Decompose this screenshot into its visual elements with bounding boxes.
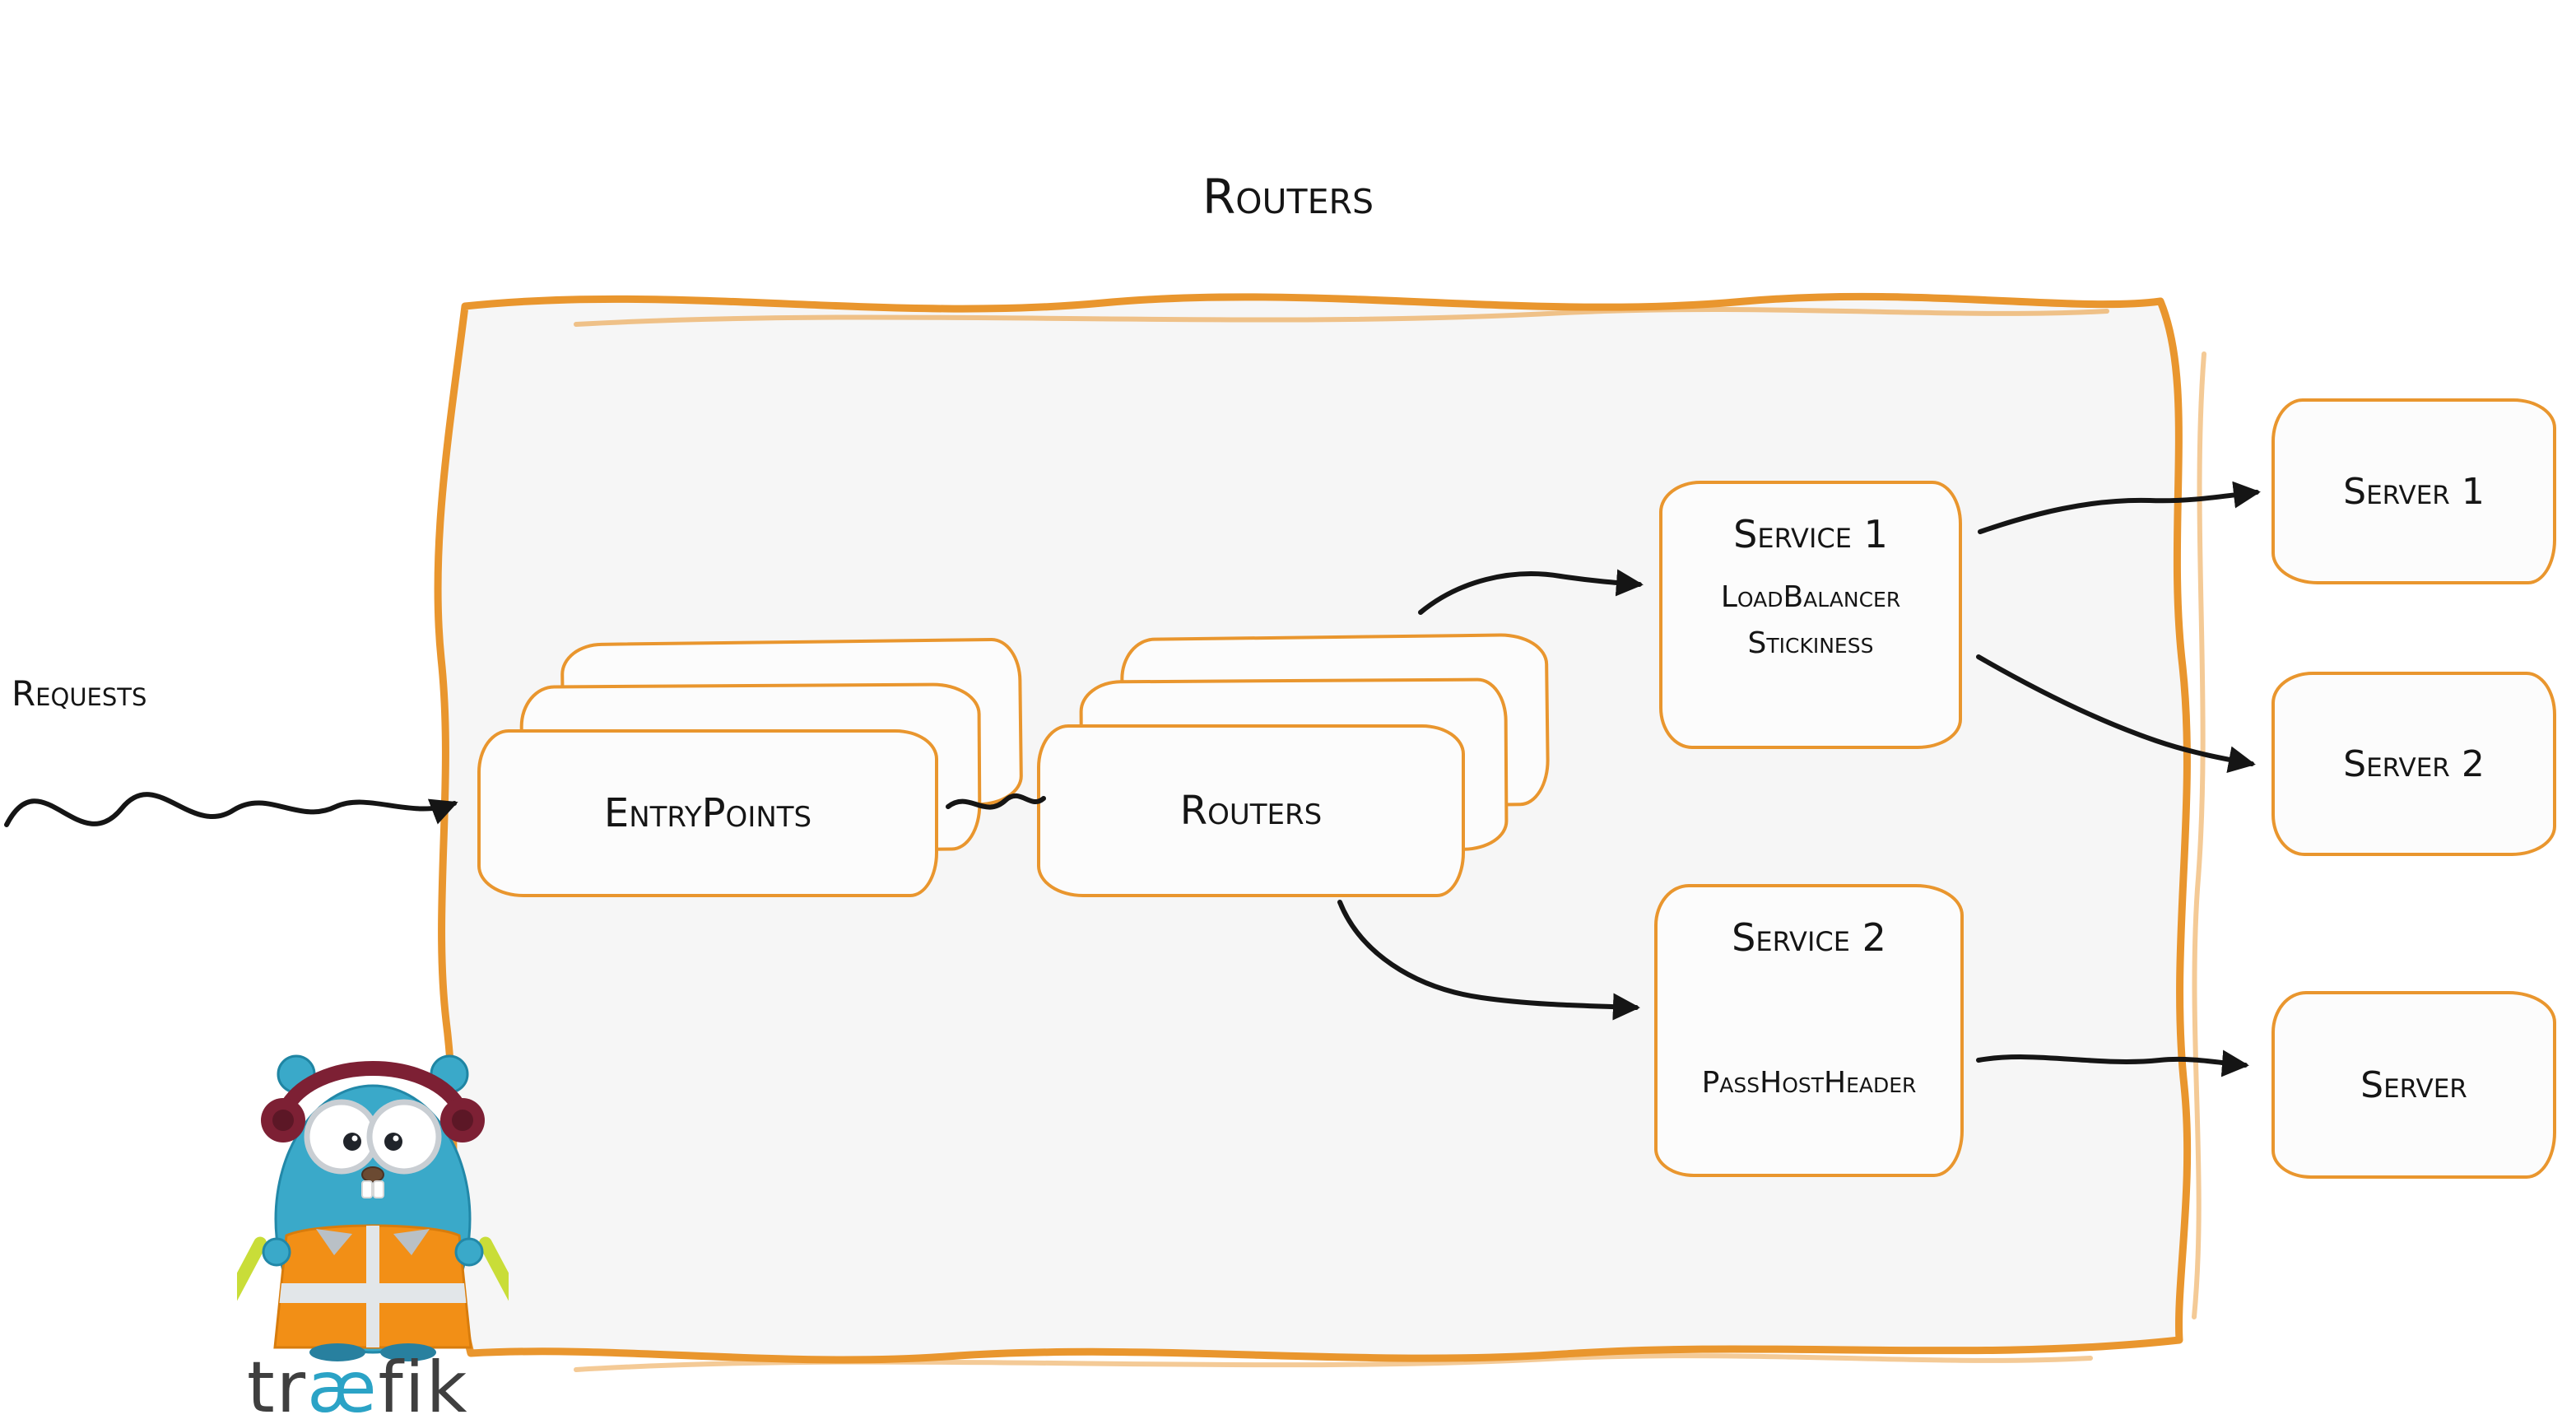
service1-box: Service 1 LoadBalancer Stickiness xyxy=(1659,481,1962,749)
entrypoints-stack: EntryPoints xyxy=(477,637,1024,897)
traefik-wordmark: træfik xyxy=(247,1347,469,1424)
wordmark-pre: tr xyxy=(247,1347,308,1424)
entrypoints-label: EntryPoints xyxy=(603,790,812,836)
arrow-requests-to-entrypoints xyxy=(4,792,458,827)
routers-card: Routers xyxy=(1037,724,1465,897)
boundary-brush-right xyxy=(2192,351,2206,1319)
service2-box: Service 2 PassHostHeader xyxy=(1654,884,1964,1177)
service1-loadbalancer: LoadBalancer xyxy=(1720,580,1901,614)
boundary-brush-bottom xyxy=(574,1353,2093,1372)
boundary-brush-top xyxy=(574,307,2109,327)
gopher-nose-teeth xyxy=(361,1166,384,1198)
arrow-routers-to-service2 xyxy=(1337,900,1640,1021)
routers-stack: Routers xyxy=(1037,632,1551,897)
diagram-title: Routers xyxy=(1202,169,1374,225)
arrow-service1-to-server2 xyxy=(1976,654,2256,774)
traefik-gopher-logo xyxy=(237,1054,509,1361)
entrypoints-card: EntryPoints xyxy=(477,729,938,897)
safety-vest-icon xyxy=(273,1224,472,1349)
server3-label: Server xyxy=(2360,1063,2467,1106)
server3-box: Server xyxy=(2271,991,2556,1179)
service2-title: Service 2 xyxy=(1732,915,1886,960)
arrow-service1-to-server1 xyxy=(1978,481,2261,534)
server1-label: Server 1 xyxy=(2343,470,2485,513)
wordmark-ae: æ xyxy=(307,1347,379,1424)
service1-title: Service 1 xyxy=(1733,512,1888,556)
wordmark-post: fik xyxy=(378,1347,469,1424)
gopher-goggle-eyes xyxy=(304,1099,442,1175)
gopher-feet xyxy=(309,1343,436,1361)
service1-stickiness: Stickiness xyxy=(1747,626,1874,660)
routers-label: Routers xyxy=(1179,788,1323,834)
server2-box: Server 2 xyxy=(2271,672,2556,856)
arrow-routers-to-service1 xyxy=(1418,569,1644,615)
requests-label: Requests xyxy=(12,673,147,714)
server2-label: Server 2 xyxy=(2343,742,2485,785)
service2-passhostheader: PassHostHeader xyxy=(1701,1066,1917,1100)
arrow-service2-to-server3 xyxy=(1976,1049,2249,1077)
server1-box: Server 1 xyxy=(2271,398,2556,584)
